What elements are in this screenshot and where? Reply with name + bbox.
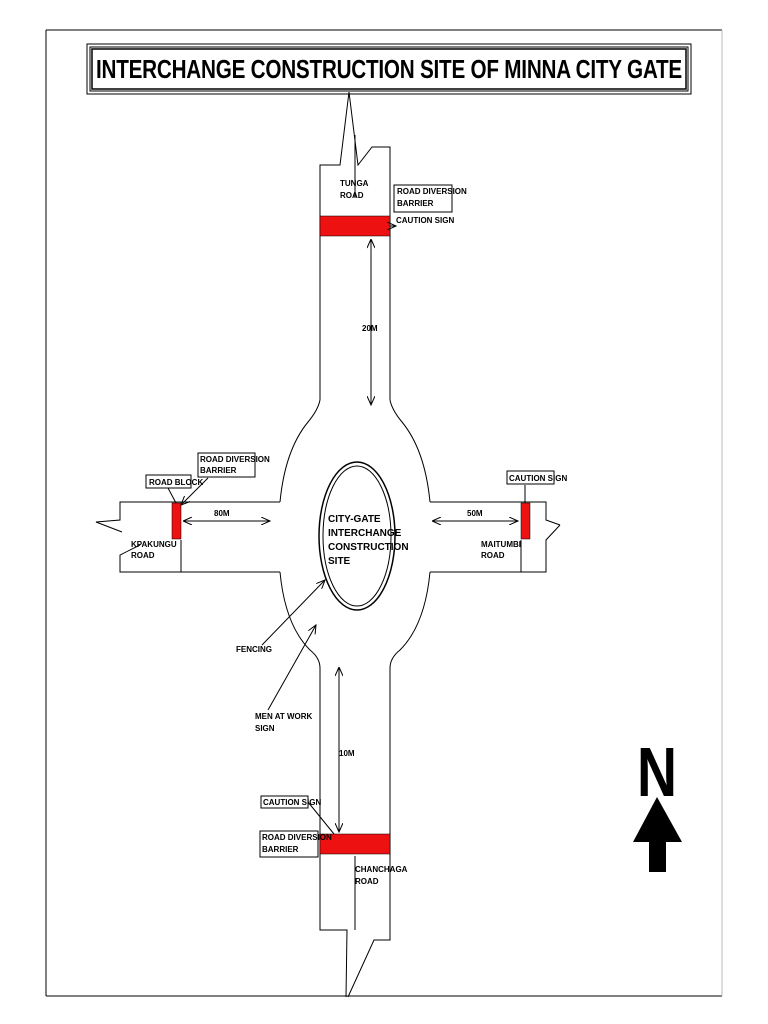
north-arrow-icon: N xyxy=(633,733,682,872)
distance-east: 50M xyxy=(467,509,483,518)
callout-west-block: ROAD BLOCK xyxy=(149,478,203,487)
center-label-line3: CONSTRUCTION xyxy=(328,542,409,553)
center-island xyxy=(318,461,396,611)
callout-men-at-work-line1: MEN AT WORK xyxy=(255,712,313,721)
east-barrier xyxy=(520,502,531,540)
distance-south: 10M xyxy=(339,749,355,758)
road-label-north-line2: ROAD xyxy=(340,191,364,200)
distance-west: 80M xyxy=(214,509,230,518)
distance-north: 20M xyxy=(362,324,378,333)
callout-south-barrier-line1: ROAD DIVERSION xyxy=(262,833,332,842)
callout-fencing: FENCING xyxy=(236,645,272,654)
barriers xyxy=(171,215,531,855)
center-label-line2: INTERCHANGE xyxy=(328,528,402,539)
road-label-west-line2: ROAD xyxy=(131,551,155,560)
callout-south-caution: CAUTION SIGN xyxy=(263,798,321,807)
callout-east-caution: CAUTION SIGN xyxy=(509,474,567,483)
road-labels: TUNGA ROAD CHANCHAGA ROAD KPAKUNGU ROAD … xyxy=(131,179,521,886)
callout-west-barrier-line1: ROAD DIVERSION xyxy=(200,455,270,464)
road-label-south-line1: CHANCHAGA xyxy=(355,865,408,874)
road-label-east-line1: MAITUMBI xyxy=(481,540,521,549)
road-label-west-line1: KPAKUNGU xyxy=(131,540,177,549)
center-label-line4: SITE xyxy=(328,556,351,567)
callout-men-at-work-line2: SIGN xyxy=(255,724,275,733)
center-label-line1: CITY-GATE xyxy=(328,514,381,525)
road-label-south-line2: ROAD xyxy=(355,877,379,886)
road-label-north-line1: TUNGA xyxy=(340,179,369,188)
callout-north-barrier-line1: ROAD DIVERSION xyxy=(397,187,467,196)
page-border xyxy=(45,29,723,997)
page-title: INTERCHANGE CONSTRUCTION SITE OF MINNA C… xyxy=(96,54,682,84)
road-label-east-line2: ROAD xyxy=(481,551,505,560)
callout-north-barrier-line2: BARRIER xyxy=(397,199,434,208)
callout-south-barrier-line2: BARRIER xyxy=(262,845,299,854)
callout-north-caution: CAUTION SIGN xyxy=(396,216,454,225)
south-barrier xyxy=(319,833,391,855)
callouts: ROAD DIVERSION BARRIER CAUTION SIGN ROAD… xyxy=(145,184,567,858)
north-barrier xyxy=(319,215,391,237)
callout-west-barrier-line2: BARRIER xyxy=(200,466,237,475)
title-box: INTERCHANGE CONSTRUCTION SITE OF MINNA C… xyxy=(86,43,692,95)
west-barrier xyxy=(171,502,182,540)
road-network xyxy=(95,91,561,998)
center-label: CITY-GATE INTERCHANGE CONSTRUCTION SITE xyxy=(328,514,409,567)
distance-markers: 20M 10M 80M 50M xyxy=(184,240,518,832)
